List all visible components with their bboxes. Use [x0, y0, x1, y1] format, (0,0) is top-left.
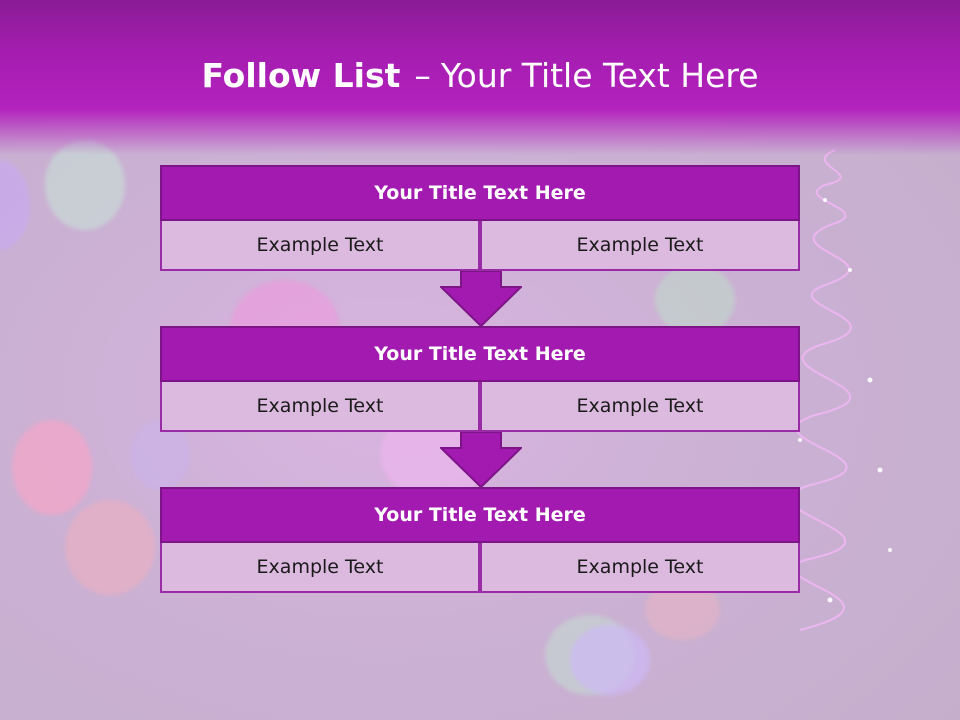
step-title: Your Title Text Here — [160, 165, 800, 221]
title-rest: Your Title Text Here — [440, 56, 759, 95]
step-cell-right: Example Text — [480, 221, 800, 271]
title-bar — [0, 0, 960, 155]
step-title: Your Title Text Here — [160, 326, 800, 382]
down-arrow-icon — [440, 271, 522, 327]
step-cell-left: Example Text — [160, 221, 480, 271]
step-block-2: Your Title Text Here Example Text Exampl… — [160, 326, 800, 432]
step-cell-left: Example Text — [160, 543, 480, 593]
bokeh-light — [655, 265, 735, 335]
step-cell-right: Example Text — [480, 543, 800, 593]
step-cell-left: Example Text — [160, 382, 480, 432]
bokeh-light — [0, 160, 30, 250]
bokeh-light — [570, 625, 650, 695]
down-arrow-icon — [440, 432, 522, 488]
step-block-3: Your Title Text Here Example Text Exampl… — [160, 487, 800, 593]
step-cells: Example Text Example Text — [160, 221, 800, 271]
slide-title: Follow List–Your Title Text Here — [0, 54, 960, 98]
bokeh-light — [45, 140, 125, 230]
bokeh-light — [12, 420, 92, 515]
step-cells: Example Text Example Text — [160, 543, 800, 593]
step-cell-right: Example Text — [480, 382, 800, 432]
step-cells: Example Text Example Text — [160, 382, 800, 432]
step-block-1: Your Title Text Here Example Text Exampl… — [160, 165, 800, 271]
bokeh-light — [65, 500, 155, 595]
title-bold: Follow List — [201, 56, 401, 95]
step-title: Your Title Text Here — [160, 487, 800, 543]
title-dash: – — [414, 56, 431, 95]
